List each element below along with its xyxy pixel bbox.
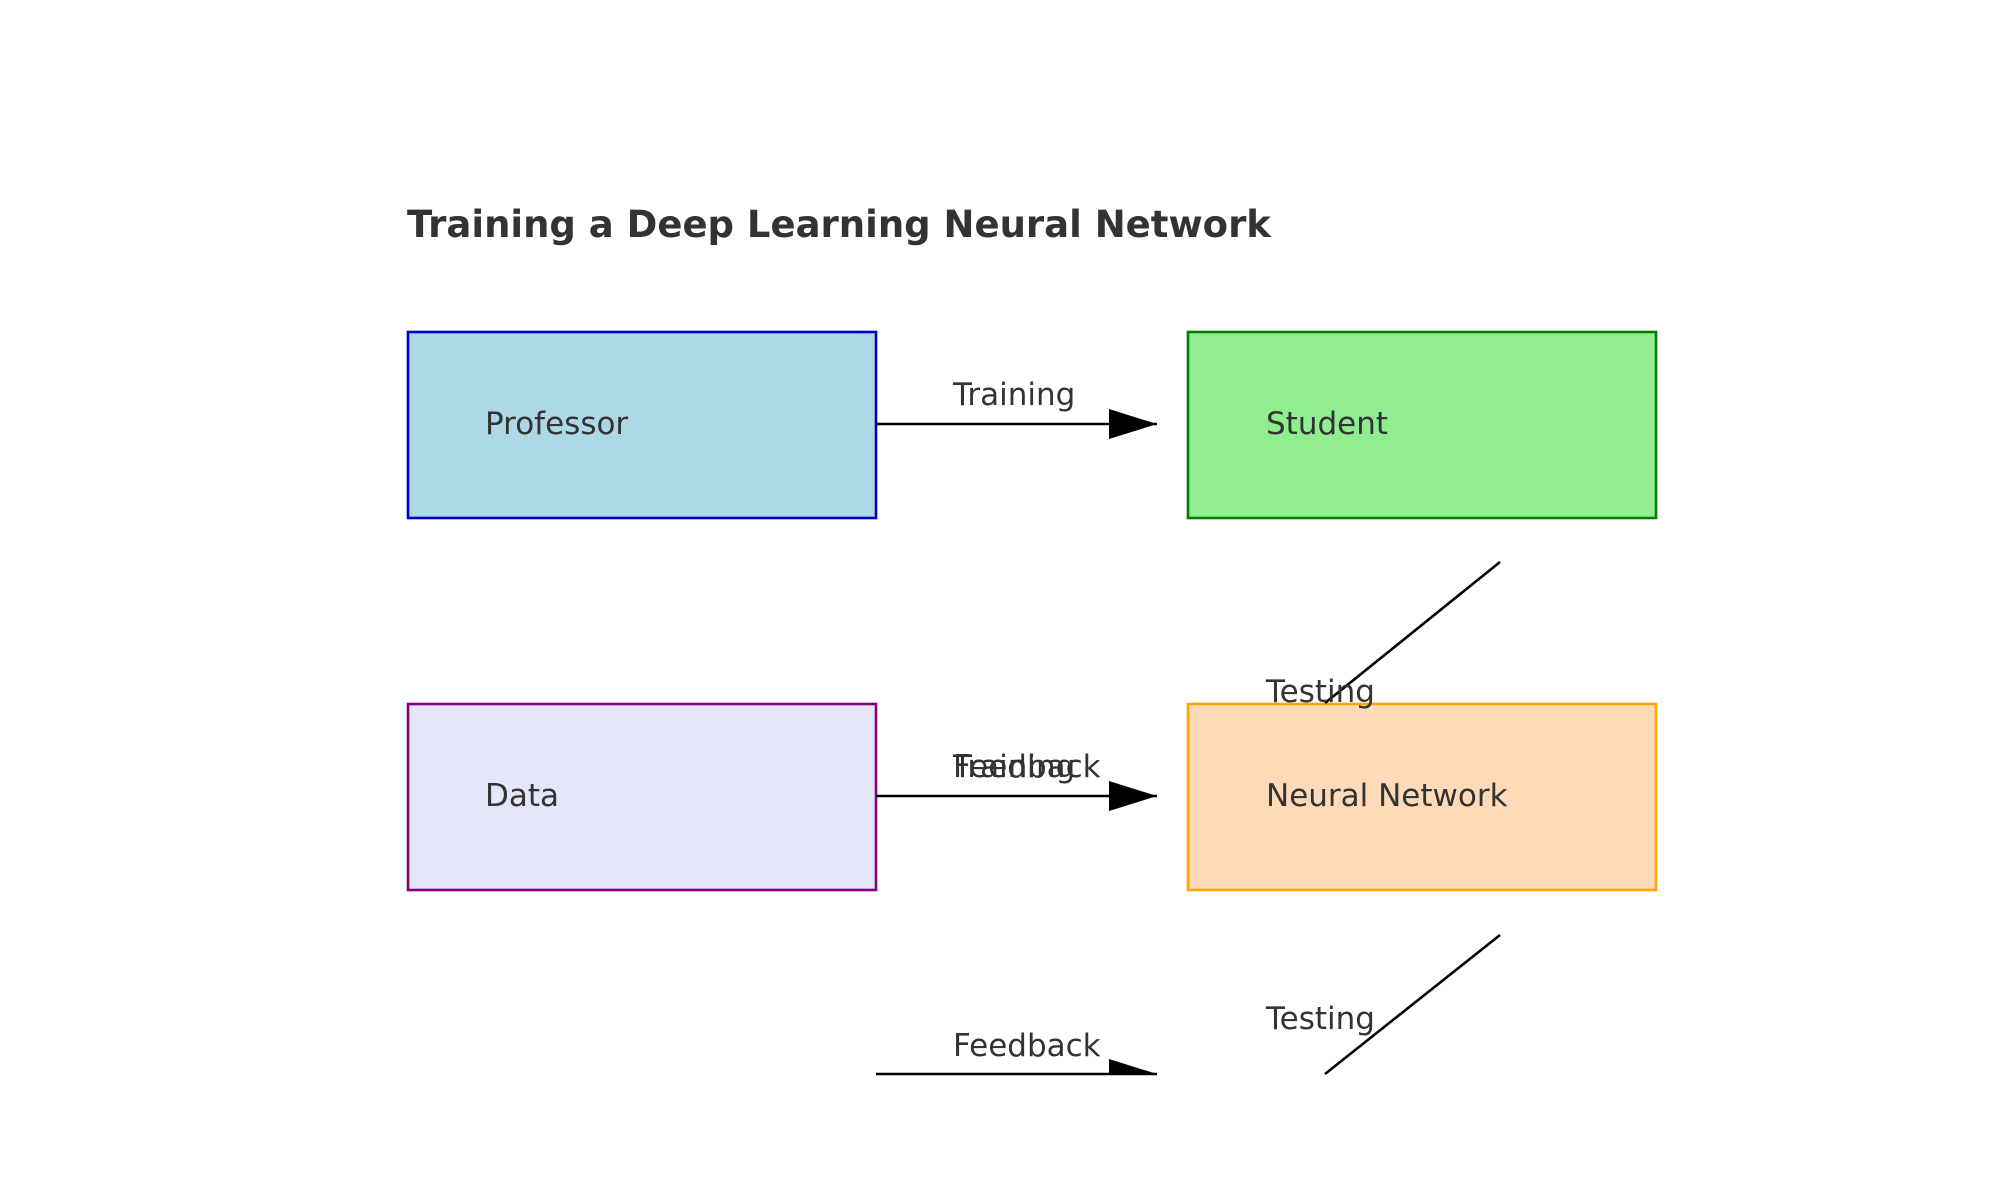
professor-to-student-label: Training	[952, 377, 1075, 413]
neural-network-box-border	[1186, 702, 1658, 892]
network-testing-line	[1324, 933, 1501, 1076]
data-label: Data	[485, 778, 559, 814]
edge-professor-to-student: Training	[876, 377, 1157, 439]
student-testing-label: Testing	[1265, 674, 1375, 710]
data-box	[408, 704, 876, 890]
edge-bottom-feedback: Feedback	[876, 1028, 1157, 1076]
bottom-feedback-arrowhead	[1109, 1059, 1157, 1074]
node-professor: Professor	[406, 330, 878, 520]
node-data: Data	[406, 702, 878, 892]
edge-network-testing: Testing	[1265, 933, 1501, 1076]
network-testing-label: Testing	[1265, 1001, 1375, 1037]
bottom-feedback-label: Feedback	[953, 1028, 1101, 1064]
student-box-border	[1186, 330, 1658, 520]
edge-data-to-network: Training Feedback	[876, 749, 1157, 811]
data-to-network-feedback-label: Feedback	[953, 749, 1101, 785]
diagram-title: Training a Deep Learning Neural Network	[407, 203, 1272, 246]
student-testing-line	[1324, 560, 1501, 705]
neural-network-label: Neural Network	[1266, 778, 1508, 814]
node-neural-network: Neural Network	[1186, 702, 1658, 892]
student-box	[1188, 332, 1656, 518]
professor-label: Professor	[485, 406, 628, 442]
student-label: Student	[1266, 406, 1388, 442]
professor-box	[408, 332, 876, 518]
node-student: Student	[1186, 330, 1658, 520]
edge-student-testing: Testing	[1265, 560, 1501, 710]
data-to-network-training-label: Training	[952, 749, 1075, 785]
neural-network-box	[1188, 704, 1656, 890]
